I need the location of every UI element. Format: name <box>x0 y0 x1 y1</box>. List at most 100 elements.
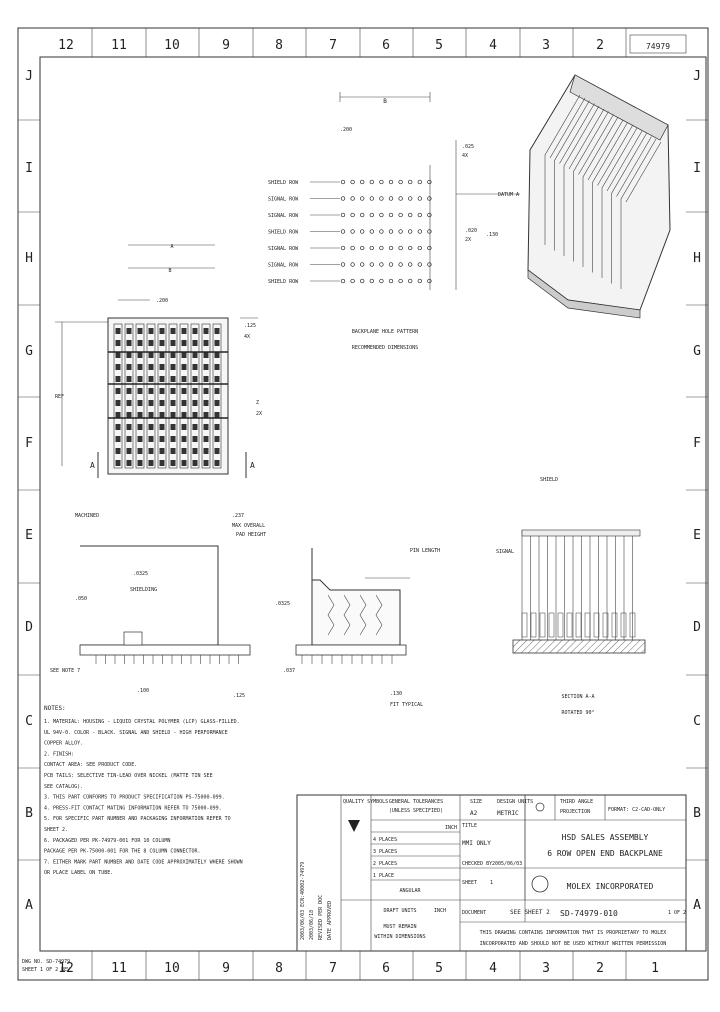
dim-130-label: .130 <box>486 232 498 238</box>
pin-cell <box>126 388 132 394</box>
hole-pattern-caption-2: RECOMMENDED DIMENSIONS <box>352 345 418 351</box>
hole <box>408 179 413 185</box>
note-line: PCB TAILS: SELECTIVE TIN-LEAD OVER NICKE… <box>44 773 213 779</box>
title-label: TITLE <box>462 823 477 829</box>
pin-cell <box>137 424 143 430</box>
pin-cell <box>159 412 165 418</box>
pin-cell <box>148 448 154 454</box>
inch-label: INCH <box>445 825 457 831</box>
pin-cell <box>115 388 121 394</box>
zone-col-top: 10 <box>164 38 180 53</box>
hole <box>340 278 346 284</box>
pin-cell <box>137 364 143 370</box>
pin-cell <box>137 328 143 334</box>
pin-cell <box>137 460 143 466</box>
pin-column <box>135 323 145 469</box>
pin-cell <box>126 328 132 334</box>
note-line: 6. PACKAGED PER PK-74979-001 FOR 10 COLU… <box>44 838 170 844</box>
pin-cell <box>203 400 209 406</box>
quality-symbols-label: QUALITY SYMBOLS <box>343 799 388 805</box>
front-dim-200: .200 <box>156 298 168 304</box>
zone-col-top: 3 <box>542 38 550 53</box>
pin-cell <box>203 340 209 346</box>
isometric-connector-view <box>527 74 671 319</box>
hole <box>350 262 355 267</box>
design-units-value: METRIC <box>497 810 519 817</box>
pin-cell <box>203 364 209 370</box>
pin-cell <box>214 412 220 418</box>
pin-cell <box>203 436 209 442</box>
pin-cell <box>203 352 209 358</box>
zone-col-top: 12 <box>58 38 74 53</box>
dim-b-label: B <box>383 98 387 105</box>
hole <box>360 212 365 218</box>
zone-row-right: C <box>693 714 701 729</box>
hole <box>417 179 422 185</box>
pin-cell <box>137 400 143 406</box>
front-dim-a: A <box>170 244 173 250</box>
hole <box>398 278 403 284</box>
zone-row-left: G <box>25 344 33 359</box>
hole <box>340 196 346 201</box>
pin-cell <box>148 436 154 442</box>
side-view: MACHINED .237 MAX OVERALL PAD HEIGHT .05… <box>50 513 266 699</box>
dim-020-label: .020 <box>465 228 477 234</box>
contact-zig <box>375 594 383 636</box>
pin-cell <box>203 460 209 466</box>
pin-cell <box>115 352 121 358</box>
hole <box>417 262 422 267</box>
pin-cell <box>192 400 198 406</box>
side-dim-0325: .0325 <box>133 571 148 577</box>
contact-zig <box>343 594 351 636</box>
pin-contacts <box>301 594 393 664</box>
zone-row-left: D <box>25 620 33 635</box>
hole <box>427 278 432 284</box>
size-value: A2 <box>470 810 478 817</box>
zone-col-bottom: 8 <box>275 961 283 976</box>
drawn-value: MMI ONLY <box>462 840 491 847</box>
zone-col-top: 8 <box>275 38 283 53</box>
zone-col-bottom: 10 <box>164 961 180 976</box>
zone-row-right: F <box>693 436 701 451</box>
proprietary-line-1: THIS DRAWING CONTAINS INFORMATION THAT I… <box>480 930 667 936</box>
hole <box>360 262 365 267</box>
pin-cell <box>126 436 132 442</box>
hole <box>360 179 365 185</box>
contact-zig <box>327 594 335 636</box>
pin-cell <box>137 388 143 394</box>
connector-fins <box>544 94 662 289</box>
zone-row-right: D <box>693 620 701 635</box>
hole <box>369 245 374 251</box>
hole <box>408 262 413 267</box>
pin-cell <box>148 460 154 466</box>
corner-number-box <box>629 34 687 54</box>
footer-line-2: SHEET 1 OF 2 REV <box>22 967 70 973</box>
pin-cell <box>214 376 220 382</box>
places-1: 1 PLACE <box>373 873 394 879</box>
pin-cell <box>126 400 132 406</box>
note-line: CONTACT AREA: SEE PRODUCT CODE. <box>44 762 137 768</box>
checked-by-label: CHECKED BY <box>462 861 492 867</box>
left-zone-ticks <box>18 119 708 861</box>
section-pad <box>584 612 591 638</box>
hole-pattern: B .025 4X .020 2X .130 DATUM A .200 SHIE… <box>268 92 520 351</box>
fin-edge <box>587 119 624 181</box>
pin-cell <box>181 388 187 394</box>
shielding-label: SHIELDING <box>130 587 157 593</box>
places-2: 2 PLACES <box>373 861 397 867</box>
revision-entry: 2003/06/03 ECN:40002-74979 <box>300 862 306 940</box>
hole-row-label: SHIELD ROW <box>268 180 299 186</box>
zone-row-left: B <box>25 806 33 821</box>
title-line-1: HSD SALES ASSEMBLY <box>562 833 649 842</box>
sheet-value: 1 <box>490 880 493 886</box>
format-label: FORMAT: C2-CAD-ONLY <box>608 807 665 813</box>
pin-cell <box>148 400 154 406</box>
hole-row-label: SHIELD ROW <box>268 279 299 285</box>
fin-edge <box>606 130 643 192</box>
hole <box>369 212 374 218</box>
bottom-zone-ticks <box>91 951 627 980</box>
hole <box>398 196 403 201</box>
pin-cell <box>115 364 121 370</box>
pin-cell <box>159 340 165 346</box>
dim-200-label: .200 <box>340 127 352 133</box>
